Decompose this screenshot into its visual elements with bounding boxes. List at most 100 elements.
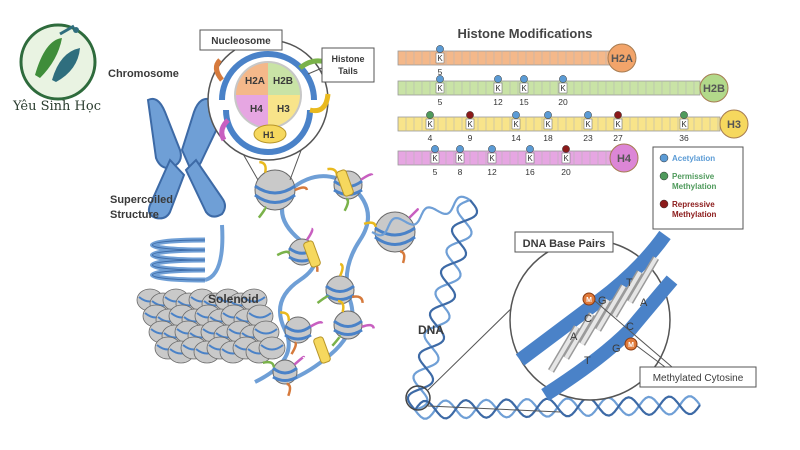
- supercoiled-structure: [150, 224, 225, 283]
- nucleosome-dna-wrap: [333, 328, 363, 336]
- nucleosome-dna-wrap: [254, 184, 296, 195]
- mod-dot-acetylation: [488, 145, 496, 153]
- methyl-mark-1: [582, 292, 596, 306]
- histone-tail: [351, 295, 364, 303]
- label-histone-tails-2: Tails: [338, 66, 358, 76]
- nucleosome-dna-wrap: [333, 319, 363, 328]
- histone-tail: [305, 227, 314, 241]
- tail-cap: [719, 109, 749, 139]
- residue-box: [583, 118, 593, 130]
- dna-strand: [371, 195, 701, 420]
- residue-position: 14: [511, 133, 521, 143]
- label-methylated-cytosine: Methylated Cytosine: [653, 373, 744, 384]
- histone-tail: [290, 341, 298, 355]
- residue-position: 27: [613, 133, 623, 143]
- residue-label: K: [527, 154, 533, 163]
- histone-tails-label-box: [321, 47, 375, 83]
- mod-dot-acetylation: [494, 75, 502, 83]
- residue-position: 9: [468, 133, 473, 143]
- label-dna-base-pairs: DNA Base Pairs: [523, 238, 606, 250]
- histone-tail: [338, 262, 344, 277]
- h1-linker: [313, 336, 331, 364]
- dna-base-pairs-zoom: [509, 230, 678, 401]
- methyl-m2: M: [628, 342, 634, 349]
- label-dna: DNA: [418, 323, 444, 337]
- base-pair-rung-inner: [564, 312, 594, 360]
- label-supercoiled-1: Supercoiled: [110, 194, 173, 206]
- mod-dot-acetylation: [526, 145, 534, 153]
- histone-tails-panel: H2AK5H2BK5K12K15K20H3K4K9K14K18K23K27K36…: [397, 43, 749, 177]
- mod-dot-acetylation: [544, 111, 552, 119]
- base-g2: G: [612, 343, 621, 355]
- residue-position: 12: [487, 167, 497, 177]
- mod-dot-acetylation: [559, 75, 567, 83]
- nucleosome-chain: [254, 160, 419, 397]
- legend-label: Methylation: [672, 182, 717, 191]
- base-pair-rung-inner: [628, 256, 658, 304]
- label-nucleosome: Nucleosome: [211, 36, 271, 47]
- residue-position: 18: [543, 133, 553, 143]
- residue-box: [493, 82, 503, 94]
- residue-position: 20: [561, 167, 571, 177]
- core-h3: H3: [277, 104, 290, 115]
- residue-box: [558, 82, 568, 94]
- residue-label: K: [437, 54, 443, 63]
- base-pair-rung-inner: [612, 270, 642, 318]
- mod-dot-acetylation: [436, 45, 444, 53]
- solenoid-dna-wrap: [260, 344, 284, 351]
- histone-tail: [309, 321, 324, 328]
- residue-box: [487, 152, 497, 164]
- logo: Yêu Sinh Học: [12, 23, 101, 114]
- nucleosome-dna-wrap: [374, 235, 416, 246]
- histone-tail: [399, 250, 406, 264]
- label-supercoiled-2: Structure: [110, 209, 159, 221]
- residue-box: [435, 82, 445, 94]
- residue-label: K: [521, 84, 527, 93]
- residue-label: K: [467, 120, 473, 129]
- histone-mods-title: Histone Modifications: [457, 26, 592, 41]
- methyl-m1: M: [586, 297, 592, 304]
- histone-tail: [408, 208, 419, 219]
- mod-dot-acetylation: [436, 75, 444, 83]
- residue-box: [543, 118, 553, 130]
- base-a2: A: [640, 297, 648, 309]
- residue-label: K: [681, 120, 687, 129]
- residue-box: [511, 118, 521, 130]
- tail-cap-label: H3: [727, 119, 741, 131]
- histone-tail: [293, 355, 306, 366]
- solenoid: [136, 288, 286, 364]
- residue-position: 23: [583, 133, 593, 143]
- nucleosome-dna-wrap: [272, 366, 298, 375]
- histone-tail: [360, 173, 374, 181]
- residue-position: 5: [438, 67, 443, 77]
- residue-label: K: [489, 154, 495, 163]
- tail-cap-label: H2A: [611, 53, 633, 65]
- solenoid-dna-wrap: [248, 312, 272, 319]
- residue-label: K: [585, 120, 591, 129]
- dna-base-pairs-box: [514, 231, 614, 253]
- residue-box: [525, 152, 535, 164]
- residue-box: [455, 152, 465, 164]
- core-h2b: H2B: [273, 76, 293, 87]
- mod-dot-permissive: [680, 111, 688, 119]
- residue-box: [519, 82, 529, 94]
- base-pair-rung-inner: [580, 298, 610, 346]
- residue-label: K: [615, 120, 621, 129]
- histone-tail: [259, 160, 267, 173]
- mod-dot-repressive: [466, 111, 474, 119]
- dna-backbone: [406, 199, 479, 411]
- solenoid-dna-wrap: [242, 296, 266, 303]
- histone-tail: [316, 295, 330, 305]
- residue-label: K: [427, 120, 433, 129]
- histone-tail: [331, 334, 342, 347]
- histone-tail: [361, 323, 376, 329]
- residue-position: 5: [438, 97, 443, 107]
- histone-tail: [286, 382, 292, 397]
- mod-dot-acetylation: [431, 145, 439, 153]
- legend-label: Permissive: [672, 172, 715, 181]
- residue-box: [465, 118, 475, 130]
